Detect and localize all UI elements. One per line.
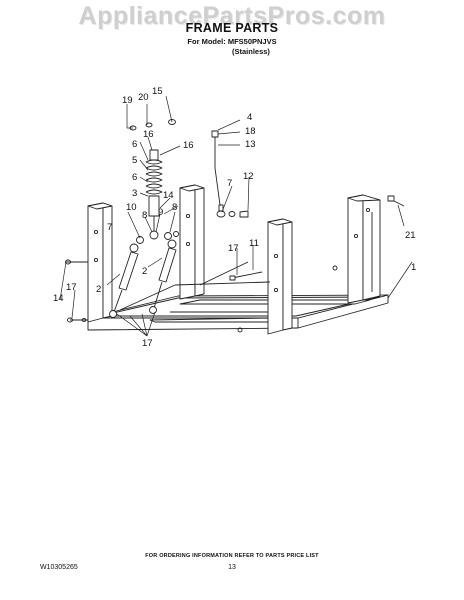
callout-label: 10 bbox=[126, 202, 137, 213]
callout-label: 7 bbox=[227, 178, 232, 189]
callout-label: 1 bbox=[411, 262, 416, 273]
ordering-note: FOR ORDERING INFORMATION REFER TO PARTS … bbox=[145, 553, 319, 559]
callout-label: 2 bbox=[142, 266, 147, 277]
callout-label: 6 bbox=[132, 172, 137, 183]
callout-label: 8 bbox=[142, 210, 147, 221]
document-number: W10305265 bbox=[40, 564, 78, 571]
callout-label: 21 bbox=[405, 230, 416, 241]
site-watermark: AppliancePartsPros.com bbox=[78, 2, 386, 30]
rear-left-post bbox=[179, 184, 205, 300]
suspension-spring-assembly bbox=[136, 149, 179, 244]
callout-label: 14 bbox=[163, 190, 174, 201]
callout-label: 19 bbox=[122, 95, 133, 106]
callout-label: 8 bbox=[172, 202, 177, 213]
callout-label: 9 bbox=[158, 207, 163, 218]
model-line: For Model: MFS50PNJVS bbox=[187, 37, 277, 46]
callout-label: 2 bbox=[96, 284, 101, 295]
callout-label: 16 bbox=[143, 129, 154, 140]
callout-label: 17 bbox=[228, 243, 239, 254]
shock-absorber-left bbox=[109, 243, 139, 318]
rear-right-post bbox=[347, 194, 381, 304]
callout-label: 18 bbox=[245, 126, 256, 137]
callout-label: 20 bbox=[138, 92, 149, 103]
page-title: FRAME PARTS bbox=[185, 21, 279, 35]
base-frame bbox=[87, 265, 389, 333]
callout-label: 3 bbox=[132, 188, 137, 199]
model-variant: (Stainless) bbox=[232, 47, 270, 56]
callout-label: 12 bbox=[243, 171, 254, 182]
front-left-post bbox=[87, 202, 113, 323]
callout-label: 6 bbox=[132, 139, 137, 150]
callout-label: 4 bbox=[247, 112, 252, 123]
callout-label: 7 bbox=[107, 222, 112, 233]
callout-label: 5 bbox=[132, 155, 137, 166]
front-right-post bbox=[267, 218, 293, 335]
callout-label: 17 bbox=[142, 338, 153, 349]
callout-label: 13 bbox=[245, 139, 256, 150]
callout-label: 15 bbox=[152, 86, 163, 97]
callout-labels: 19 20 15 4 18 13 16 16 6 5 6 3 14 7 12 1… bbox=[53, 86, 416, 349]
shock-absorber-right bbox=[149, 239, 177, 314]
callout-label: 17 bbox=[66, 282, 77, 293]
callout-label: 14 bbox=[53, 293, 64, 304]
callout-label: 11 bbox=[249, 238, 259, 249]
page-number: 13 bbox=[228, 564, 236, 571]
callout-label: 16 bbox=[183, 140, 194, 151]
callout-leaders bbox=[59, 95, 413, 337]
